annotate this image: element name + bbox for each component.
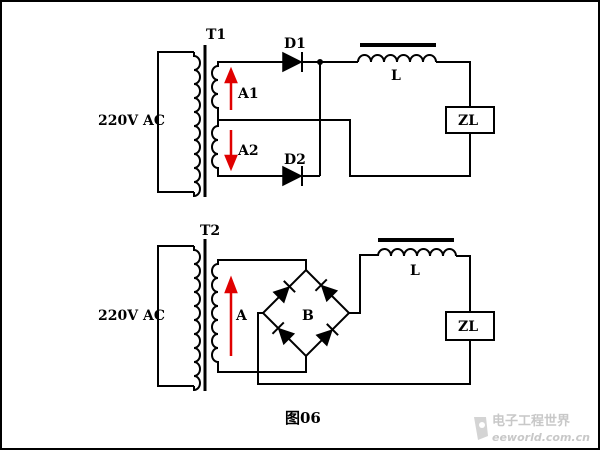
bridge-ac-in-bottom [226, 356, 307, 373]
diode-d1-label: D1 [284, 36, 306, 52]
bridge-ac-in-top [226, 259, 307, 270]
diode-d1 [282, 51, 303, 73]
transformer-t1-label: T1 [206, 27, 226, 43]
load-1-wiring [436, 61, 471, 107]
source-1-label: 220V AC [98, 113, 165, 129]
secondary-1-bottom-coil [211, 120, 226, 177]
load-2-wiring [456, 255, 471, 312]
load-zl-2 [445, 311, 495, 341]
inductor-2-coil [377, 248, 457, 257]
inductor-1-coil [357, 54, 437, 63]
transformer-t2-label: T2 [200, 223, 220, 239]
watermark-site-name: 电子工程世界 [492, 413, 570, 429]
bridge-rectifier [261, 268, 351, 358]
arrow-a1 [224, 66, 238, 110]
watermark-logo-icon [474, 417, 488, 440]
bridge-label: B [302, 308, 314, 324]
inductor-1-label: L [391, 68, 401, 84]
diode-d2-label: D2 [284, 152, 306, 168]
primary-1-wiring [157, 51, 194, 193]
winding-a-label: A [235, 308, 248, 324]
watermark-site-url: eeworld.com.cn [492, 431, 590, 444]
primary-2-coil [193, 246, 201, 392]
circuit-1: T1 220V AC A1 A2 D1 [98, 27, 495, 198]
load-zl-1 [445, 106, 495, 134]
load-1-label: ZL [458, 113, 478, 129]
watermark: 电子工程世界 eeworld.com.cn [474, 413, 590, 444]
diode-d2 [282, 165, 303, 187]
arrow-a [224, 275, 238, 356]
bridge-dc-out-negative [257, 312, 471, 385]
bridge-dc-out-positive [349, 254, 378, 314]
figure-caption: 图06 [285, 409, 321, 427]
primary-2-wiring [157, 245, 194, 387]
winding-a2-label: A2 [237, 143, 259, 159]
winding-a1-label: A1 [237, 86, 259, 102]
circuit-2: T2 220V AC A [98, 223, 495, 392]
source-2-label: 220V AC [98, 308, 165, 324]
load-2-label: ZL [458, 319, 478, 335]
inductor-2-label: L [410, 263, 420, 279]
junction-dot [317, 59, 323, 65]
arrow-a2 [224, 130, 238, 172]
primary-1-coil [193, 52, 201, 198]
secondary-1-top-coil [211, 61, 471, 177]
secondary-2-coil [211, 259, 226, 373]
